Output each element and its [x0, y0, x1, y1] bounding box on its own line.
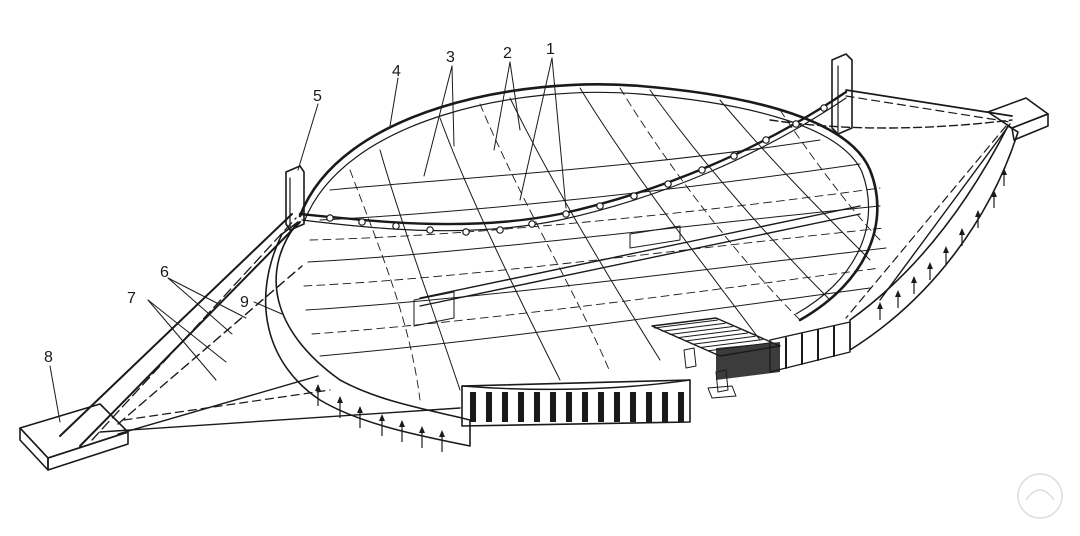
reaction-arrow-head	[927, 262, 933, 269]
callout-8: 8	[44, 349, 53, 366]
stand-row	[692, 335, 756, 345]
wall-column	[486, 392, 492, 422]
ridge-node	[392, 222, 400, 230]
callout-6: 6	[160, 264, 169, 281]
stand-row	[653, 319, 719, 329]
right-pylon	[831, 53, 853, 135]
callout-leaders	[49, 57, 567, 423]
right-stay-cables	[769, 89, 1013, 319]
ridge-node	[630, 192, 638, 200]
right-anchor-block	[987, 97, 1049, 141]
reaction-arrows-left	[315, 384, 445, 452]
callout-4: 4	[392, 63, 401, 80]
reaction-arrow-head	[419, 426, 425, 433]
ridge-node	[730, 152, 738, 160]
seating-wall	[461, 379, 691, 427]
wall-column	[646, 392, 652, 422]
ridge-node	[762, 136, 770, 144]
reaction-arrow-head	[991, 190, 997, 197]
wall-column	[502, 392, 508, 422]
reaction-arrow-head	[439, 430, 445, 437]
ridge-node	[562, 210, 570, 218]
callout-7: 7	[127, 290, 136, 307]
ridge-node	[596, 202, 604, 210]
ridge-node	[462, 228, 470, 236]
stand-row	[700, 339, 764, 348]
ridge-node	[326, 214, 334, 222]
left-anchor-block	[19, 403, 129, 471]
ridge-node	[698, 166, 706, 174]
wall-column	[550, 392, 556, 422]
reaction-arrow-head	[315, 384, 321, 391]
stand-row	[661, 322, 726, 332]
ridge-node	[426, 226, 434, 234]
central-girder	[413, 205, 861, 327]
reaction-arrow-head	[337, 396, 343, 403]
wall-column	[582, 392, 588, 422]
ridge-cable	[298, 90, 848, 232]
wall-column	[630, 392, 636, 422]
reaction-arrow-head	[357, 406, 363, 413]
reaction-arrow-head	[975, 210, 981, 217]
wall-column	[614, 392, 620, 422]
reaction-arrow-head	[959, 228, 965, 235]
left-pylon	[285, 165, 305, 231]
left-support-wall	[264, 221, 471, 447]
ridge-node	[792, 120, 800, 128]
cable-net	[303, 87, 887, 401]
reaction-arrow-head	[399, 420, 405, 427]
callout-3: 3	[446, 49, 455, 66]
ridge-node	[664, 180, 672, 188]
reaction-arrow-head	[877, 302, 883, 309]
stand-row	[677, 329, 741, 339]
stand-row	[684, 332, 749, 342]
stand-row	[669, 326, 734, 335]
reaction-arrow-head	[943, 246, 949, 253]
wall-column	[662, 392, 668, 422]
ridge-node	[528, 220, 536, 228]
ridge-node	[358, 218, 366, 226]
ridge-node	[820, 104, 828, 112]
reaction-arrow-head	[895, 290, 901, 297]
wall-column	[470, 392, 476, 422]
wall-column	[534, 392, 540, 422]
callout-1: 1	[546, 41, 555, 58]
callout-5: 5	[313, 88, 322, 105]
callout-9: 9	[240, 294, 249, 311]
wall-column	[566, 392, 572, 422]
ridge-nodes	[326, 104, 828, 236]
reaction-arrows-right	[877, 168, 1007, 320]
reaction-arrow-head	[911, 276, 917, 283]
boundary-ring	[298, 83, 879, 322]
ridge-node	[496, 226, 504, 234]
wall-column	[598, 392, 604, 422]
reaction-arrow-head	[379, 414, 385, 421]
reaction-arrow-head	[1001, 168, 1007, 175]
watermark-logo	[1017, 473, 1063, 519]
callout-2: 2	[503, 45, 512, 62]
left-stay-cables	[59, 213, 461, 447]
wall-column	[678, 392, 684, 422]
wall-column	[518, 392, 524, 422]
grandstand	[651, 317, 781, 399]
